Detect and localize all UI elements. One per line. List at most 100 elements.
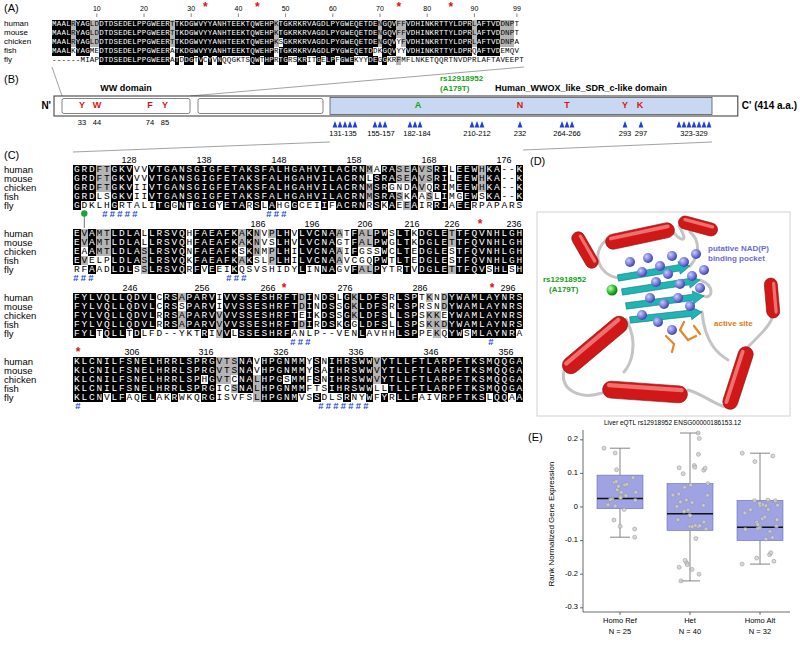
residue-cell: N <box>415 56 420 65</box>
site-range: 182-184 <box>403 130 431 138</box>
residue-cell: T <box>388 265 396 274</box>
residue-cell: I <box>103 375 111 384</box>
residue-cell: E <box>411 247 419 256</box>
residue-cell: Q <box>103 311 111 320</box>
residue-cell: Q <box>178 229 186 238</box>
residue-cell: V <box>253 265 261 274</box>
residue-cell: P <box>510 38 515 47</box>
residue-cell: G <box>111 201 119 210</box>
residue-cell: Q <box>238 265 246 274</box>
residue-cell: T <box>126 201 134 210</box>
x-axis <box>583 612 790 613</box>
residue-cell: Q <box>103 320 111 329</box>
nadp-pocket-atom <box>691 249 701 259</box>
residue-cell: V <box>291 238 299 247</box>
residue-cell: R <box>418 302 426 311</box>
residue-cell: N <box>453 56 458 65</box>
residue-cell: A <box>171 174 179 183</box>
coil <box>563 371 602 395</box>
residue-cell: G <box>343 320 351 329</box>
ruler-ticks <box>97 14 517 18</box>
residue-cell: H <box>478 174 486 183</box>
residue-cell: - <box>66 56 71 65</box>
data-point <box>625 482 629 486</box>
residue-cell: H <box>516 229 524 238</box>
residue-cell: S <box>373 201 381 210</box>
residue-cell: N <box>253 238 261 247</box>
residue-cell: N <box>283 357 291 366</box>
residue-cell: R <box>163 302 171 311</box>
aligned-sequence: EAAMTLDLASLRSVQNFAEAFKSKNMPLHILVCNAAIFGS… <box>73 247 523 256</box>
residue-cell: G <box>508 238 516 247</box>
residue-cell: L <box>148 366 156 375</box>
residue-cell: K <box>231 229 239 238</box>
residue-cell: D <box>133 293 141 302</box>
residue-cell: L <box>148 357 156 366</box>
residue-cell: T <box>103 183 111 192</box>
residue-cell: I <box>306 320 314 329</box>
residue-cell: Y <box>81 302 89 311</box>
residue-cell: I <box>103 366 111 375</box>
residue-cell: L <box>178 357 186 366</box>
residue-cell: A <box>486 311 494 320</box>
ruler-tick <box>332 14 333 18</box>
residue-cell: V <box>216 357 224 366</box>
residue-cell: E <box>403 201 411 210</box>
residue-cell: N <box>238 375 246 384</box>
data-point <box>740 451 744 455</box>
residue-cell: D <box>118 229 126 238</box>
residue-cell: S <box>351 366 359 375</box>
residue-cell: Q <box>178 256 186 265</box>
residue-cell: W <box>255 56 260 65</box>
residue-cell: K <box>73 375 81 384</box>
residue-cell: S <box>328 311 336 320</box>
residue-cell: A <box>411 165 419 174</box>
data-point <box>748 508 752 512</box>
residue-cell: K <box>231 256 239 265</box>
residue-cell: G <box>358 247 366 256</box>
ruler-number: 168 <box>421 156 436 165</box>
residue-cell: P <box>411 320 419 329</box>
residue-cell: L <box>426 366 434 375</box>
residue-cell: L <box>478 293 486 302</box>
residue-cell: Y <box>381 357 389 366</box>
residue-cell: E <box>73 229 81 238</box>
residue-cell: - <box>163 329 171 338</box>
residue-cell: T <box>193 329 201 338</box>
residue-cell: H <box>283 165 291 174</box>
residue-cell: F <box>96 183 104 192</box>
residue-cell: E <box>441 247 449 256</box>
residue-cell: S <box>351 357 359 366</box>
ruler-number: 326 <box>273 348 288 357</box>
residue-cell: M <box>448 192 456 201</box>
residue-cell: S <box>238 293 246 302</box>
residue-cell: E <box>441 311 449 320</box>
residue-cell: L <box>403 366 411 375</box>
residue-cell: N <box>321 247 329 256</box>
residue-cell: R <box>201 311 209 320</box>
residue-cell: L <box>396 357 404 366</box>
binding-site-triangle <box>353 121 358 128</box>
residue-cell: H <box>103 201 111 210</box>
residue-cell: E <box>343 329 351 338</box>
residue-cell: R <box>343 366 351 375</box>
data-point <box>776 503 780 507</box>
residue-cell: V <box>141 174 149 183</box>
residue-cell: F <box>283 293 291 302</box>
residue-cell: A <box>321 366 329 375</box>
binding-site-triangle <box>470 121 475 128</box>
residue-cell: L <box>126 265 134 274</box>
residue-cell: T <box>96 329 104 338</box>
residue-cell: E <box>463 192 471 201</box>
residue-cell: G <box>73 165 81 174</box>
residue-cell: V <box>201 265 209 274</box>
residue-cell: K <box>471 384 479 393</box>
residue-cell: K <box>351 293 359 302</box>
site-range: 210-212 <box>463 130 491 138</box>
data-point <box>774 524 778 528</box>
residue-cell: L <box>433 265 441 274</box>
residue-cell: L <box>141 229 149 238</box>
residue-cell: P <box>448 384 456 393</box>
residue-cell: A <box>178 311 186 320</box>
residue-cell: T <box>418 366 426 375</box>
